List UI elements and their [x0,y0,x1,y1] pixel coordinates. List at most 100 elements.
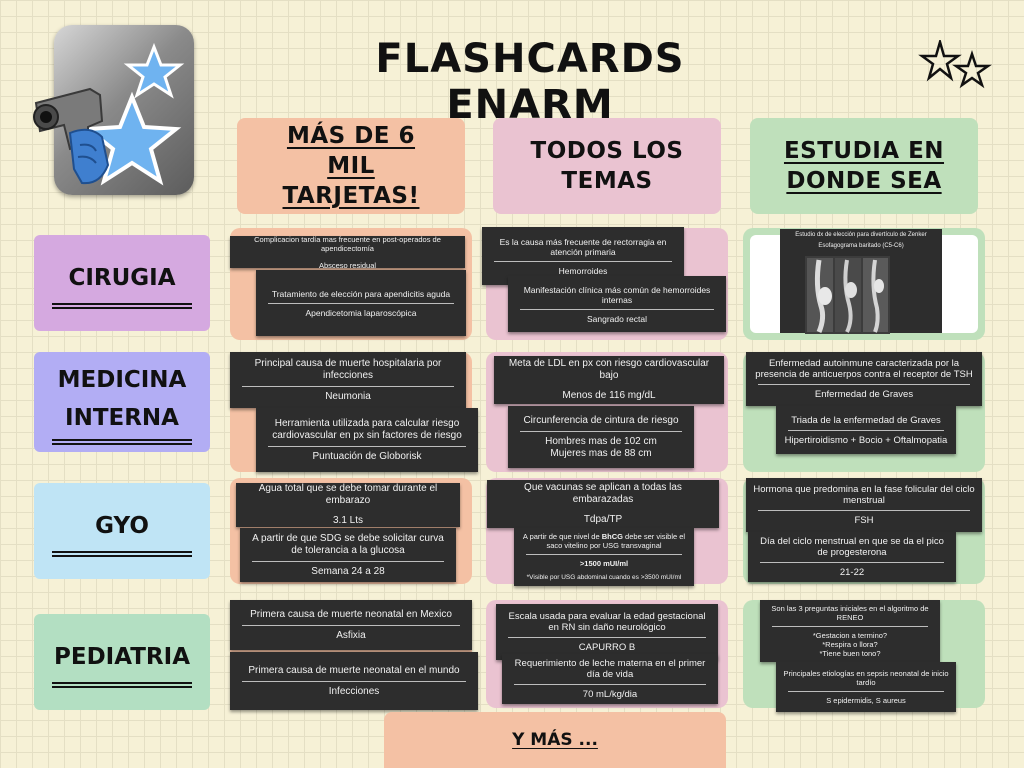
card-answer: Asfixia [336,629,366,641]
card-question: Principal causa de muerte hospitalaria p… [254,357,442,381]
card-question: Enfermedad autoinmune caracterizada por … [755,358,973,380]
card-answer: >1500 mUI/ml [579,559,629,568]
card-answer: 70 mL/kg/dia [582,689,638,700]
header-card-tarjetas: MÁS DE 6 MIL TARJETAS! [237,118,465,214]
card-answer: 21-22 [839,567,865,578]
page-title: FLASHCARDS ENARM [375,36,685,128]
category-cirugia: CIRUGIA [34,235,210,331]
card-divider [788,429,944,431]
large-star-icon [82,91,182,186]
card-answer: Puntuación de Globorisk [312,450,422,462]
footer-more-banner: Y MÁS ... [384,712,726,768]
card-question: Agua total que se debe tomar durante el … [258,483,438,506]
card-answer-line1: *Gestacion a termino? [812,631,888,640]
flashcard: Día del ciclo menstrual en que se da el … [748,532,956,582]
card-answer: Hipertiroidismo + Bocio + Oftalmopatia [784,434,948,446]
category-medicina-interna: MEDICINA INTERNA [34,352,210,452]
card-divider [772,626,928,627]
anki-gun-logo [30,25,195,195]
flashcard: Son las 3 preguntas iniciales en el algo… [760,600,940,662]
card-answer: 3.1 Lts [332,515,364,526]
category-pediatria: PEDIATRIA [34,614,210,710]
card-question: Manifestación clínica más común de hemor… [523,284,711,305]
flashcard: A partir de que nivel de BhCG debe ser v… [514,528,694,586]
flashcard: Complicacion tardía mas frecuente en pos… [230,234,465,270]
card-question: Que vacunas se aplican a todas las embar… [524,482,682,505]
flashcard: Meta de LDL en px con riesgo cardiovascu… [494,356,724,404]
card-divider [526,554,682,555]
card-divider [760,562,944,563]
card-question: Meta de LDL en px con riesgo cardiovascu… [508,358,710,381]
header-card-temas: TODOS LOS TEMAS [493,118,721,214]
flashcard: A partir de que SDG se debe solicitar cu… [240,528,456,582]
flashcard: Agua total que se debe tomar durante el … [236,483,460,527]
flashcard: Es la causa más frecuente de rectorragia… [482,227,684,285]
card-answer-line2: *Respira o llora? [822,640,878,649]
flashcard: Triada de la enfermedad de Graves Hipert… [776,406,956,454]
card-divider [758,510,970,511]
card-question: Principales etiologías en sepsis neonata… [783,669,949,687]
card-answer: Menos de 116 mg/dL [562,390,656,401]
card-question: Circunferencia de cintura de riesgo [523,414,679,426]
flashcard: Enfermedad autoinmune caracterizada por … [746,352,982,406]
card-answer: Infecciones [328,685,380,697]
flashcard: Herramienta utilizada para calcular ries… [256,408,478,472]
card-question: Escala usada para evaluar la edad gestac… [508,611,706,633]
card-divider [514,684,706,685]
card-question-bold: BhCG [601,532,623,541]
card-question: Estudio dx de elección para divertículo … [795,232,927,238]
footer-label: Y MÁS ... [512,730,598,750]
category-underline [52,551,192,557]
card-divider [508,637,706,638]
category-underline [52,303,192,309]
flashcard: Primera causa de muerte neonatal en Mexi… [230,600,472,650]
card-answer-line3: *Tiene buen tono? [819,649,881,658]
card-divider [788,691,944,692]
card-answer: Apendicetomia laparoscópica [305,307,417,318]
card-answer: Semana 24 a 28 [311,565,385,577]
card-question: A partir de que nivel de BhCG debe ser v… [520,532,688,550]
card-question: Complicacion tardía mas frecuente en pos… [254,234,441,253]
category-underline [52,682,192,688]
category-underline [52,439,192,445]
card-answer: Absceso residual [318,260,377,270]
card-question: Requerimiento de leche materna en el pri… [514,658,706,680]
card-question: Son las 3 preguntas iniciales en el algo… [771,604,929,622]
card-question: A partir de que SDG se debe solicitar cu… [252,532,444,556]
card-divider [494,260,672,262]
header-card-label: MÁS DE 6 MIL TARJETAS! [282,123,420,209]
card-answer-line2: Mujeres mas de 88 cm [550,447,652,459]
card-divider [758,384,970,385]
category-label-line1: MEDICINA [57,367,187,393]
card-note: *Visible por USG abdominal cuando es >35… [526,574,682,581]
card-answer: Sangrado rectal [586,313,647,324]
card-question: Primera causa de muerte neonatal en Mexi… [250,608,452,620]
card-divider [268,302,454,304]
card-answer: Neumonia [325,390,371,402]
esophagogram-xray-image [805,256,890,334]
category-label: GYO [95,513,149,539]
flashcard: Tratamiento de elección para apendicitis… [256,270,466,336]
flashcard: Hormona que predomina en la fase folicul… [746,478,982,532]
card-question: Tratamiento de elección para apendicitis… [271,288,451,299]
flashcard: Manifestación clínica más común de hemor… [508,276,726,332]
card-question: Triada de la enfermedad de Graves [791,414,941,426]
header-card-estudia: ESTUDIA EN DONDE SEA [750,118,978,214]
card-answer: Tdpa/TP [583,514,623,525]
header-card-label: ESTUDIA EN DONDE SEA [783,138,945,194]
card-question: Primera causa de muerte neonatal en el m… [248,664,460,676]
flashcard: Principales etiologías en sepsis neonata… [776,662,956,712]
card-question: Día del ciclo menstrual en que se da el … [760,536,944,558]
card-answer: CAPURRO B [578,642,636,653]
card-divider [520,430,682,432]
card-divider [268,445,466,447]
card-answer-line1: Hombres mas de 102 cm [545,435,657,447]
flashcard: Circunferencia de cintura de riesgo Homb… [508,406,694,468]
flashcard: Primera causa de muerte neonatal en el m… [230,652,478,710]
card-answer: Hemorroides [558,265,608,276]
card-question-pre: A partir de que nivel de [522,532,602,541]
category-label-line2: INTERNA [65,405,179,431]
flashcard: Requerimiento de leche materna en el pri… [502,654,718,704]
category-gyo: GYO [34,483,210,579]
card-divider [520,308,714,310]
